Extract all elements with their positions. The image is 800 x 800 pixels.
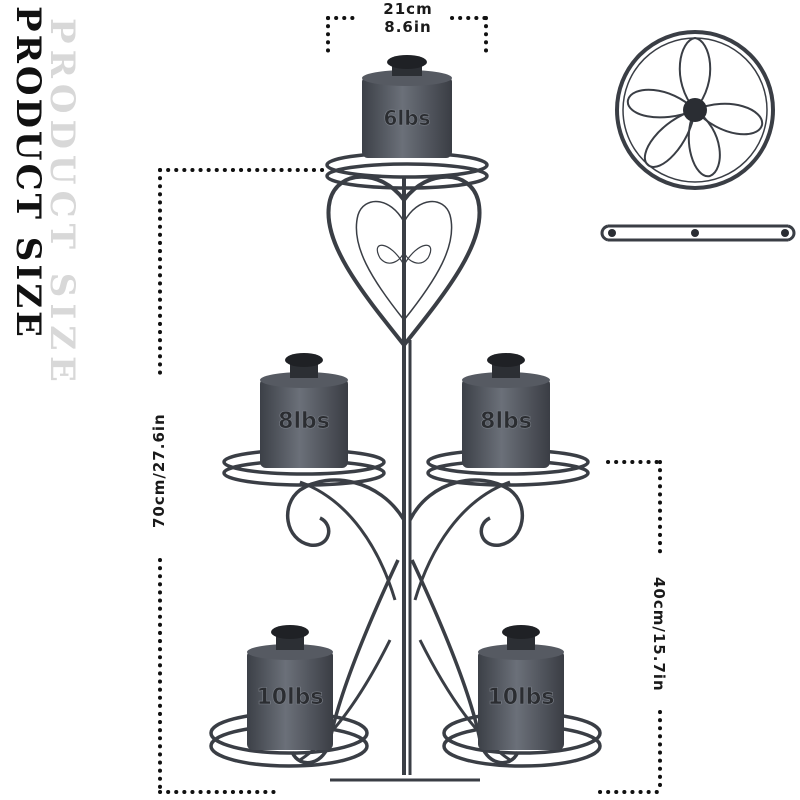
top-width-cm: 21cm	[383, 0, 433, 18]
top-width-in: 8.6in	[384, 18, 432, 36]
lower-height-label: 40cm/15.7in	[650, 577, 668, 692]
dimension-lines	[158, 16, 662, 794]
weight-top-label: 6lbs	[384, 106, 431, 130]
weight-bottom-right-label: 10lbs	[488, 685, 555, 710]
heading-ghost: PRODUCT SIZE	[40, 18, 84, 488]
flower-wheel-icon	[615, 30, 775, 190]
weight-bottom-left	[247, 625, 333, 750]
weight-top	[362, 55, 452, 158]
weight-middle-right	[462, 353, 550, 468]
weight-bottom-left-label: 10lbs	[257, 685, 324, 710]
weight-middle-left	[260, 353, 348, 468]
heading-main-text: PRODUCT SIZE	[8, 6, 48, 340]
weight-middle-left-label: 8lbs	[278, 409, 330, 434]
heading-main: PRODUCT SIZE	[6, 6, 50, 406]
ring-side-view-icon	[600, 224, 796, 242]
top-width-label: 21cm 8.6in	[366, 0, 450, 36]
heading-ghost-text: PRODUCT SIZE	[42, 18, 82, 388]
weight-bottom-right	[478, 625, 564, 750]
total-height-label: 70cm/27.6in	[150, 413, 168, 528]
weight-middle-right-label: 8lbs	[480, 409, 532, 434]
